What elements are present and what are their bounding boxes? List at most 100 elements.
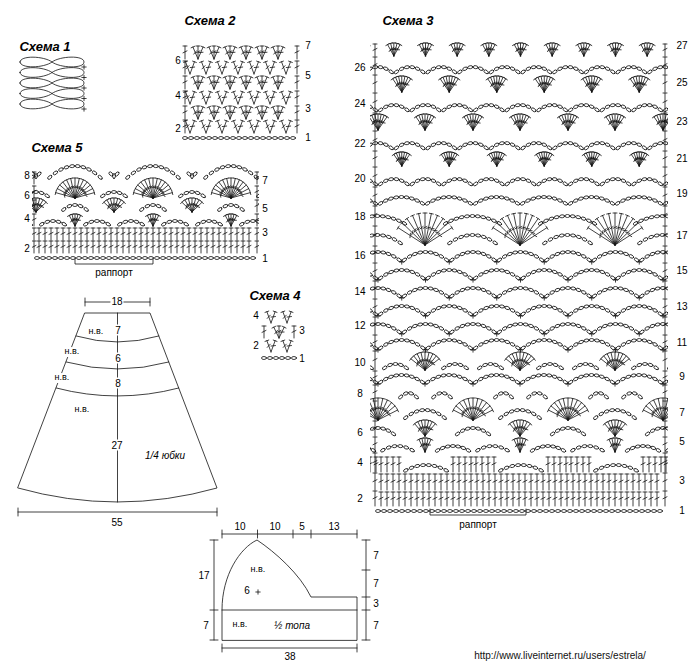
stitch-stroke bbox=[391, 492, 395, 493]
chain-stitch bbox=[425, 103, 430, 107]
chain-stitch bbox=[471, 287, 476, 290]
stitch-stroke bbox=[295, 91, 299, 92]
stitch-stroke bbox=[222, 121, 226, 133]
stitch-stroke bbox=[558, 463, 562, 465]
stitch-stroke bbox=[206, 62, 210, 74]
chain-stitch bbox=[549, 254, 555, 259]
stitch-stroke bbox=[434, 422, 437, 425]
chain-stitch bbox=[473, 65, 478, 69]
stitch-stroke bbox=[231, 112, 235, 113]
chain-stitch bbox=[478, 66, 484, 71]
stitch-stroke bbox=[378, 410, 398, 420]
stitch-stroke bbox=[373, 299, 377, 300]
stitch-stroke bbox=[209, 77, 214, 89]
stitch-stroke bbox=[477, 492, 478, 506]
stitch-stroke bbox=[481, 399, 485, 401]
chain-stitch bbox=[491, 218, 497, 223]
stitch-stroke bbox=[374, 457, 378, 458]
chain-stitch bbox=[383, 142, 389, 147]
stitch-stroke bbox=[196, 76, 200, 77]
chain-stitch bbox=[383, 178, 389, 183]
chain-stitch bbox=[475, 234, 480, 238]
stitch-stroke bbox=[264, 91, 268, 92]
stitch-stroke bbox=[613, 480, 617, 482]
stitch-stroke bbox=[433, 492, 437, 493]
stitch-stroke bbox=[505, 492, 509, 493]
chain-stitch bbox=[560, 323, 565, 327]
stitch-stroke bbox=[399, 492, 400, 506]
chain-stitch bbox=[489, 374, 494, 378]
stitch-stroke bbox=[246, 107, 251, 119]
chain-stitch bbox=[447, 269, 452, 272]
stitch-stroke bbox=[193, 107, 198, 119]
stitch-stroke bbox=[583, 474, 587, 475]
stitch-stroke bbox=[577, 497, 581, 499]
stitch-stroke bbox=[244, 106, 248, 107]
chain-stitch bbox=[385, 428, 391, 433]
solomon-knot-chart bbox=[20, 57, 86, 111]
stitch-stroke bbox=[185, 61, 186, 74]
chain-stitch bbox=[510, 272, 516, 277]
stitch-stroke bbox=[663, 167, 667, 168]
chain-stitch bbox=[487, 237, 493, 242]
stitch-stroke bbox=[555, 474, 556, 490]
chain-stitch bbox=[510, 308, 516, 313]
chain-stitch bbox=[493, 363, 499, 368]
chain-stitch bbox=[504, 375, 510, 379]
stitch-stroke bbox=[554, 457, 555, 472]
stitch-stroke bbox=[375, 335, 376, 350]
stitch-stroke bbox=[595, 492, 599, 493]
chain-stitch bbox=[430, 409, 436, 413]
stitch-stroke bbox=[199, 112, 203, 113]
chain-stitch bbox=[415, 308, 421, 313]
stitch-stroke bbox=[637, 480, 641, 482]
stitch-stroke bbox=[419, 352, 423, 354]
chain-stitch bbox=[557, 377, 563, 382]
chain-stitch bbox=[460, 288, 466, 293]
chain-stitch bbox=[478, 272, 484, 277]
stitch-stroke bbox=[183, 76, 187, 77]
chain-stitch bbox=[462, 142, 468, 147]
stitch-stroke bbox=[589, 497, 593, 499]
stitch-stroke bbox=[186, 121, 190, 133]
chain-stitch bbox=[503, 411, 509, 416]
chain-stitch bbox=[441, 107, 447, 112]
stitch-stroke bbox=[420, 226, 424, 229]
stitch-stroke bbox=[663, 473, 667, 474]
chain-stitch bbox=[481, 235, 487, 239]
chain-stitch bbox=[467, 181, 473, 186]
chain-stitch bbox=[382, 365, 388, 370]
stitch-stroke bbox=[535, 497, 539, 499]
chain-stitch bbox=[398, 363, 404, 368]
stitch-stroke bbox=[595, 474, 599, 475]
stitch-stroke bbox=[663, 401, 667, 402]
stitch-stroke bbox=[449, 260, 450, 264]
stitch-stroke bbox=[297, 120, 298, 133]
chain-stitch bbox=[430, 198, 436, 203]
chain-stitch bbox=[523, 251, 528, 255]
stitch-stroke bbox=[230, 107, 235, 119]
stitch-stroke bbox=[471, 398, 475, 399]
stitch-stroke bbox=[244, 76, 248, 77]
stitch-stroke bbox=[487, 497, 491, 499]
stitch-stroke bbox=[665, 299, 666, 316]
chain-stitch bbox=[370, 104, 373, 109]
stitch-stroke bbox=[241, 61, 245, 62]
stitch-stroke bbox=[397, 463, 401, 465]
stitch-stroke bbox=[529, 497, 533, 499]
chain-stitch bbox=[441, 181, 447, 186]
figure-eight-loop bbox=[20, 89, 84, 99]
chain-stitch bbox=[552, 375, 558, 379]
stitch-stroke bbox=[217, 106, 221, 108]
chain-stitch bbox=[575, 215, 581, 219]
chain-stitch bbox=[484, 103, 489, 107]
chain-stitch bbox=[542, 374, 547, 377]
chain-stitch bbox=[370, 215, 375, 219]
stitch-stroke bbox=[462, 399, 466, 401]
stitch-stroke bbox=[601, 480, 605, 482]
stitch-stroke bbox=[409, 474, 413, 475]
stitch-stroke bbox=[583, 497, 587, 499]
stitch-stroke bbox=[214, 47, 219, 59]
stitch-stroke bbox=[215, 82, 219, 83]
stitch-stroke bbox=[297, 46, 298, 59]
